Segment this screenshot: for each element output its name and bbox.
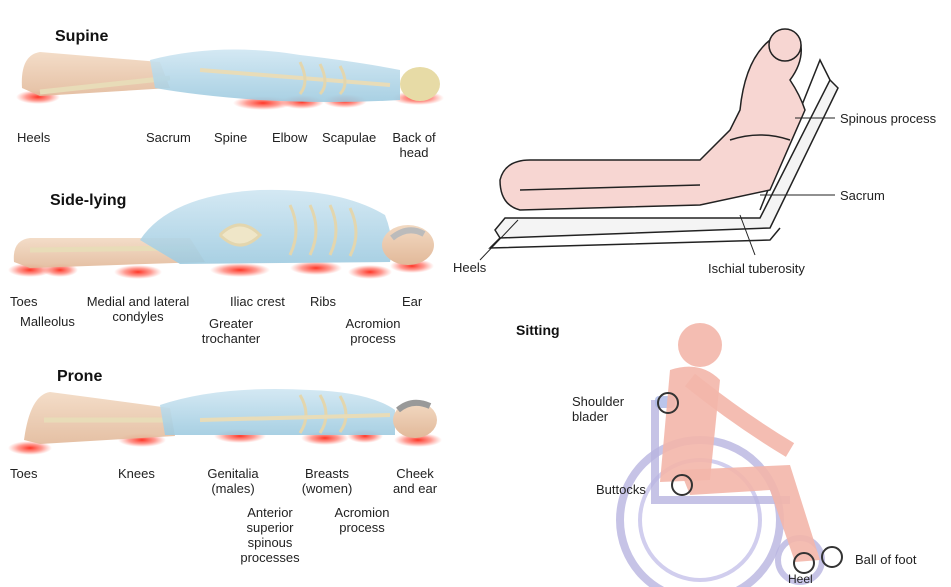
label-buttocks: Buttocks — [596, 482, 646, 497]
label-toes: Toes — [10, 294, 37, 309]
label-spinous-process: Spinous process — [840, 111, 936, 126]
label-shoulder-blader: Shoulder blader — [572, 394, 624, 424]
label-elbow: Elbow — [272, 130, 307, 145]
label-ischial-tuberosity: Ischial tuberosity — [708, 261, 805, 276]
label-heels: Heels — [17, 130, 50, 145]
label-ball-of-foot: Ball of foot — [855, 552, 916, 567]
label-iliac-crest: Iliac crest — [230, 294, 285, 309]
label-breasts: Breasts (women) — [292, 466, 362, 496]
label-cheek-and-ear: Cheek and ear — [382, 466, 448, 496]
side-lying-title: Side-lying — [50, 192, 126, 210]
label-reclining-heels: Heels — [453, 260, 486, 275]
label-medial-lateral-condyles: Medial and lateral condyles — [78, 294, 198, 324]
label-heel: Heel — [788, 572, 813, 587]
label-back-of-head: Back of head — [392, 130, 436, 160]
label-prone-toes: Toes — [10, 466, 37, 481]
label-spine: Spine — [214, 130, 247, 145]
supine-title: Supine — [55, 28, 108, 46]
label-greater-trochanter: Greater trochanter — [196, 316, 266, 346]
prone-figure — [8, 389, 442, 455]
label-knees: Knees — [118, 466, 155, 481]
pressure-acromion — [348, 265, 392, 279]
label-malleolus: Malleolus — [20, 314, 75, 329]
reclining-figure — [490, 29, 838, 248]
label-anterior-superior-spinous: Anterior superior spinous processes — [224, 505, 316, 565]
sitting-figure — [620, 323, 842, 587]
label-prone-acromion-process: Acromion process — [326, 505, 398, 535]
label-scapulae: Scapulae — [322, 130, 376, 145]
label-ribs: Ribs — [310, 294, 336, 309]
pressure-ribs — [290, 261, 342, 275]
supine-figure — [0, 0, 444, 110]
label-sacrum: Sacrum — [146, 130, 191, 145]
pressure-condyles — [114, 265, 162, 279]
pressure-trochanter — [210, 263, 270, 277]
label-reclining-sacrum: Sacrum — [840, 188, 885, 203]
label-ear: Ear — [402, 294, 422, 309]
label-genitalia: Genitalia (males) — [196, 466, 270, 496]
sitting-title: Sitting — [516, 322, 560, 338]
prone-title: Prone — [57, 368, 102, 386]
label-acromion-process: Acromion process — [337, 316, 409, 346]
